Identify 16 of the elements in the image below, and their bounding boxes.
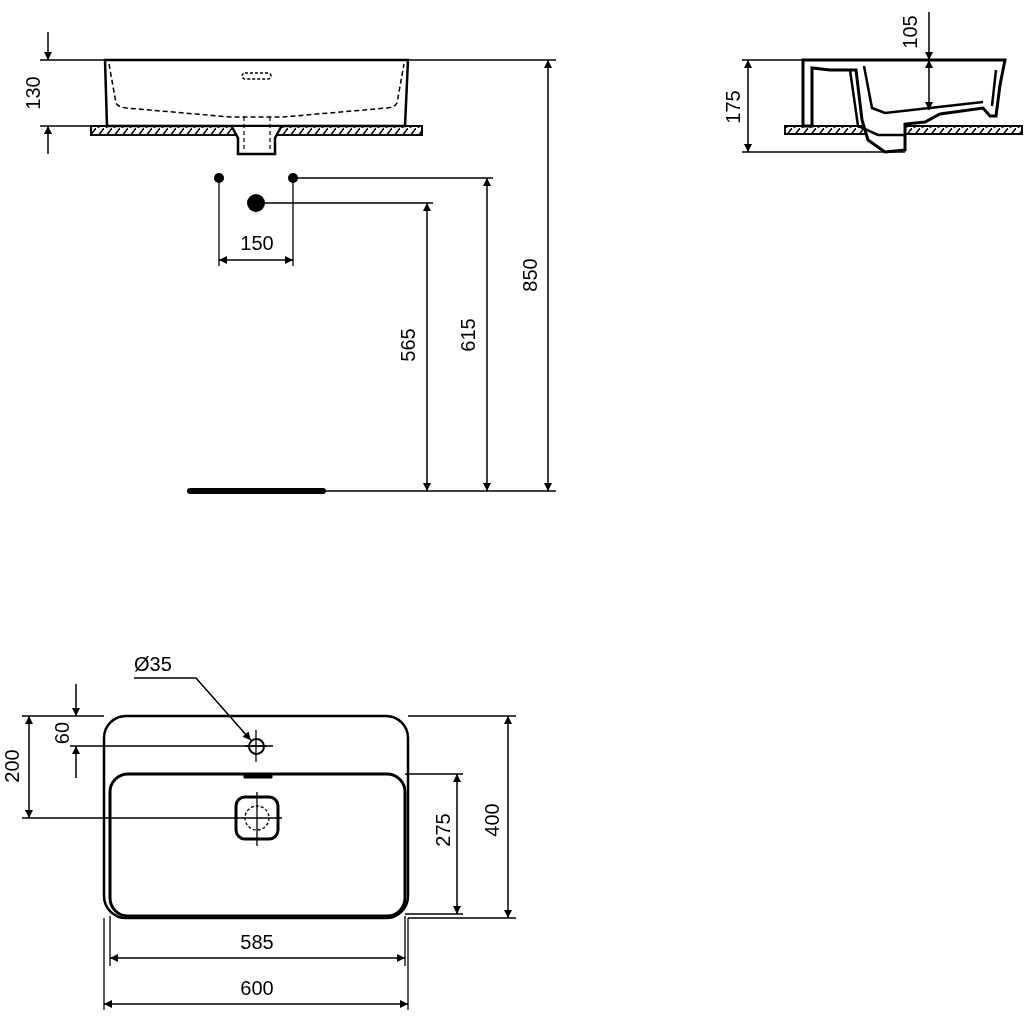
diameter-label: Ø35 [134,654,172,674]
dimension-label: 175 [723,90,743,124]
dimension-label: 565 [398,328,418,362]
leader-line [133,677,252,741]
dimension-label: 585 [240,932,274,952]
dimension-label: 60 [52,721,72,745]
dimension-label: 130 [23,76,43,110]
dimension-label: 600 [240,978,274,998]
dimension-label: 150 [240,233,274,253]
dimension-label: 850 [520,258,540,292]
dimension-label: 105 [900,15,920,49]
dimension-label: 615 [458,318,478,352]
dimension-label: 200 [2,749,22,783]
tap-hole [248,738,265,755]
dimension-label: 400 [482,803,502,837]
dimension-label: 275 [433,813,453,847]
